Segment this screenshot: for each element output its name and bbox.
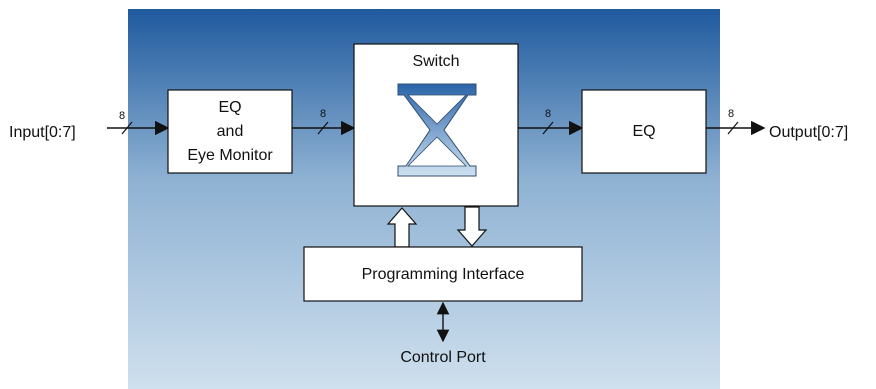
eq-monitor-line3: Eye Monitor [187, 147, 273, 164]
eq-eye-monitor-box [167, 89, 293, 174]
switch-label: Switch [412, 53, 459, 70]
output-bus-slash [727, 121, 739, 135]
switch-to-eq-bus-slash [542, 121, 554, 135]
input-label: Input[0:7] [9, 124, 76, 141]
up-hollow-arrow [386, 207, 418, 248]
control-port-label: Control Port [400, 349, 486, 366]
eq-monitor-line2: and [217, 123, 244, 140]
crossbar-x-icon [397, 83, 477, 177]
output-label: Output[0:7] [769, 124, 848, 141]
eq-monitor-line1: EQ [218, 99, 241, 116]
programming-interface-box [303, 246, 583, 302]
input-bus-slash [121, 121, 133, 135]
switch-to-eq-bus-width: 8 [545, 108, 551, 120]
eq-to-switch-bus-slash [317, 121, 329, 135]
eq-output-label: EQ [632, 123, 655, 140]
down-hollow-arrow [456, 206, 488, 247]
eq-output-box [581, 89, 707, 174]
output-bus-width: 8 [728, 108, 734, 120]
eq-to-switch-bus-width: 8 [320, 108, 326, 120]
input-bus-width: 8 [119, 110, 125, 122]
programming-interface-label: Programming Interface [362, 266, 525, 283]
